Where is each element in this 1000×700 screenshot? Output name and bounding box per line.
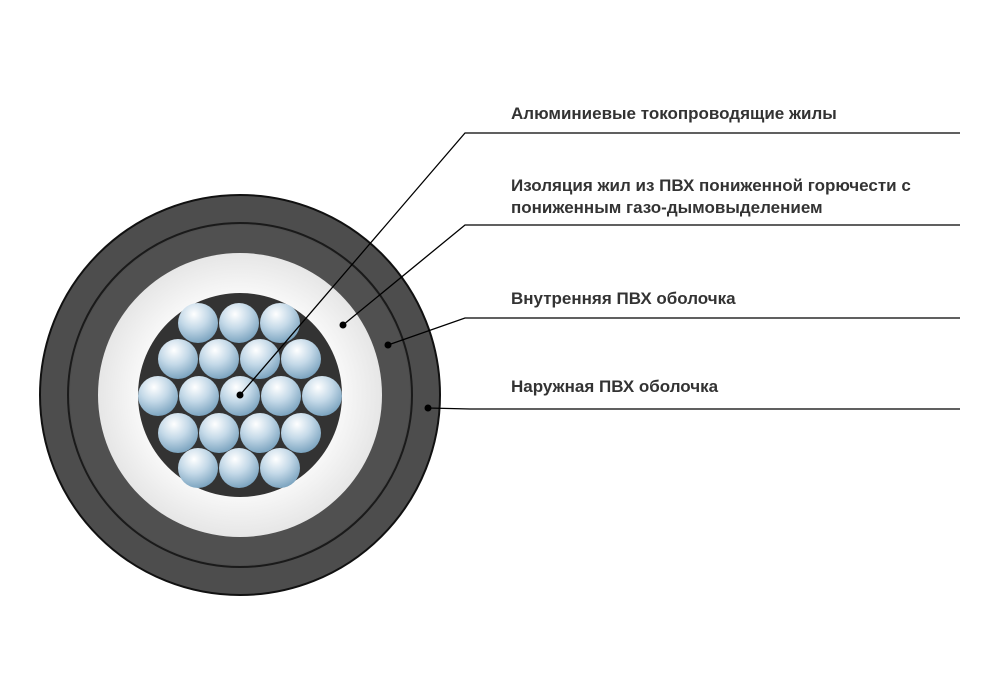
leader-outer-sheath	[427, 407, 960, 410]
label-inner-sheath-text: Внутренняя ПВХ оболочка	[511, 289, 736, 308]
wire	[199, 339, 239, 379]
leader-insulation	[342, 224, 960, 326]
label-outer-sheath-text: Наружная ПВХ оболочка	[511, 377, 719, 396]
wire	[260, 448, 300, 488]
wire	[178, 303, 218, 343]
wire	[260, 303, 300, 343]
wire	[158, 413, 198, 453]
wire	[138, 376, 178, 416]
wire	[199, 413, 239, 453]
label-insulation-line2: пониженным газо-дымовыделением	[511, 198, 823, 217]
label-conductors: Алюминиевые токопроводящие жилы	[511, 103, 837, 125]
label-inner-sheath: Внутренняя ПВХ оболочка	[511, 288, 736, 310]
leader-dot-outer-sheath	[424, 404, 432, 412]
wire	[261, 376, 301, 416]
leader-dot-insulation	[339, 321, 347, 329]
wire	[240, 413, 280, 453]
sheath-separator	[67, 222, 413, 568]
leader-conductors	[239, 132, 960, 396]
leader-dot-inner-sheath	[384, 341, 392, 349]
wire	[302, 376, 342, 416]
label-insulation-line1: Изоляция жил из ПВХ пониженной горючести…	[511, 176, 911, 195]
wire	[158, 339, 198, 379]
leader-dot-conductors	[236, 391, 244, 399]
wire	[178, 448, 218, 488]
label-outer-sheath: Наружная ПВХ оболочка	[511, 376, 718, 398]
wire	[219, 303, 259, 343]
wire	[179, 376, 219, 416]
leader-lines	[239, 132, 960, 410]
label-insulation: Изоляция жил из ПВХ пониженной горючести…	[511, 175, 911, 219]
leader-dots	[236, 321, 432, 412]
label-conductors-text: Алюминиевые токопроводящие жилы	[511, 104, 837, 123]
wire	[219, 448, 259, 488]
wire	[281, 413, 321, 453]
leader-inner-sheath	[387, 317, 960, 346]
wire	[281, 339, 321, 379]
wire	[240, 339, 280, 379]
